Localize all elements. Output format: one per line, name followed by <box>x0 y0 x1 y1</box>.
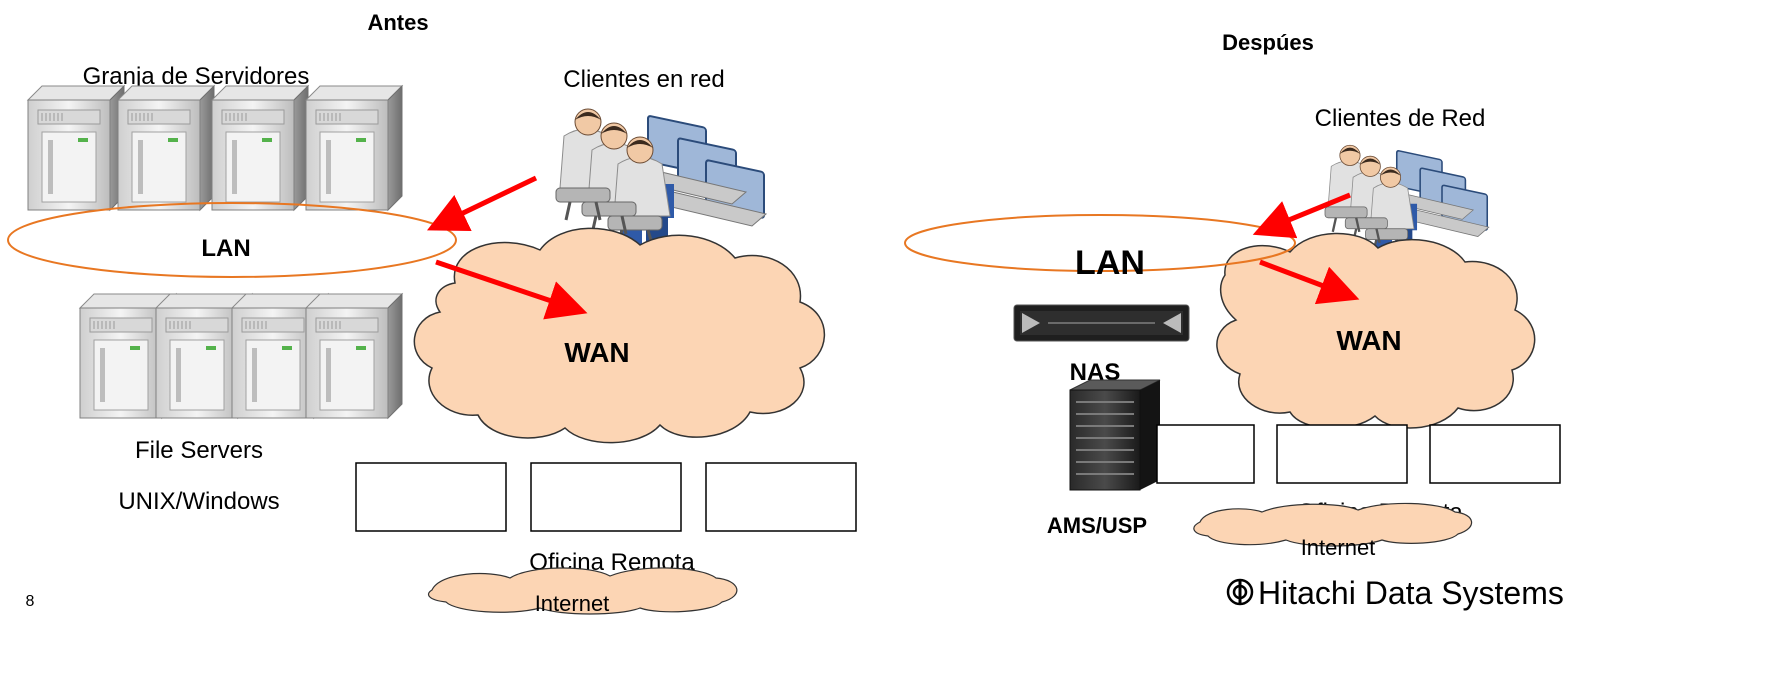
arrow-lan-to-wan <box>435 259 588 320</box>
clients-label-after: Clientes de Red <box>1315 105 1486 132</box>
server-icon <box>305 293 403 419</box>
server-icon <box>305 85 403 211</box>
wan-cloud-after <box>1216 232 1536 430</box>
file-servers-label: File Servers <box>135 437 263 464</box>
clients-label-before: Clientes en red <box>563 66 724 93</box>
wan-label-before: WAN <box>564 337 629 368</box>
remote-office-box <box>1429 424 1561 484</box>
wan-cloud-before <box>413 227 826 444</box>
remote-office-box <box>705 462 857 532</box>
server-icon <box>117 85 215 211</box>
workstation-users-icon <box>1324 144 1490 253</box>
remote-office-box <box>355 462 507 532</box>
remote-offices-after <box>1156 424 1561 484</box>
internet-cloud-after <box>1193 502 1473 547</box>
server-icon <box>27 85 125 211</box>
storage-label: AMS/USP <box>1047 513 1147 538</box>
file-servers <box>79 293 403 419</box>
server-farm <box>27 85 403 211</box>
after-title: Despúes <box>1222 30 1314 55</box>
lan-label-before: LAN <box>201 235 250 262</box>
lan-ring-after <box>904 214 1296 272</box>
os-label: UNIX/Windows <box>118 488 279 515</box>
brand-name: Hitachi Data Systems <box>1258 575 1564 611</box>
before-title: Antes <box>367 10 428 35</box>
storage-rack-icon <box>1069 379 1161 491</box>
server-icon <box>211 85 309 211</box>
internet-label-after: Internet <box>1301 535 1376 560</box>
remote-office-box <box>1276 424 1408 484</box>
page-number: 8 <box>26 593 35 610</box>
lan-ring-before <box>7 202 457 278</box>
arrow-clients-to-lan <box>426 175 538 232</box>
workstation-users-icon <box>555 108 768 246</box>
nas-appliance-icon <box>1013 304 1190 342</box>
arrow-clients-to-lan-after <box>1252 192 1351 239</box>
remote-office-box <box>1156 424 1255 484</box>
remote-office-box <box>530 462 682 532</box>
lan-label-after: LAN <box>1075 244 1145 282</box>
arrow-lan-to-wan-after <box>1259 259 1360 305</box>
internet-label-before: Internet <box>535 591 610 616</box>
hitachi-logo-icon <box>1226 578 1254 606</box>
remote-offices-before <box>355 462 857 532</box>
internet-cloud-before <box>428 567 738 615</box>
wan-label-after: WAN <box>1336 325 1401 356</box>
